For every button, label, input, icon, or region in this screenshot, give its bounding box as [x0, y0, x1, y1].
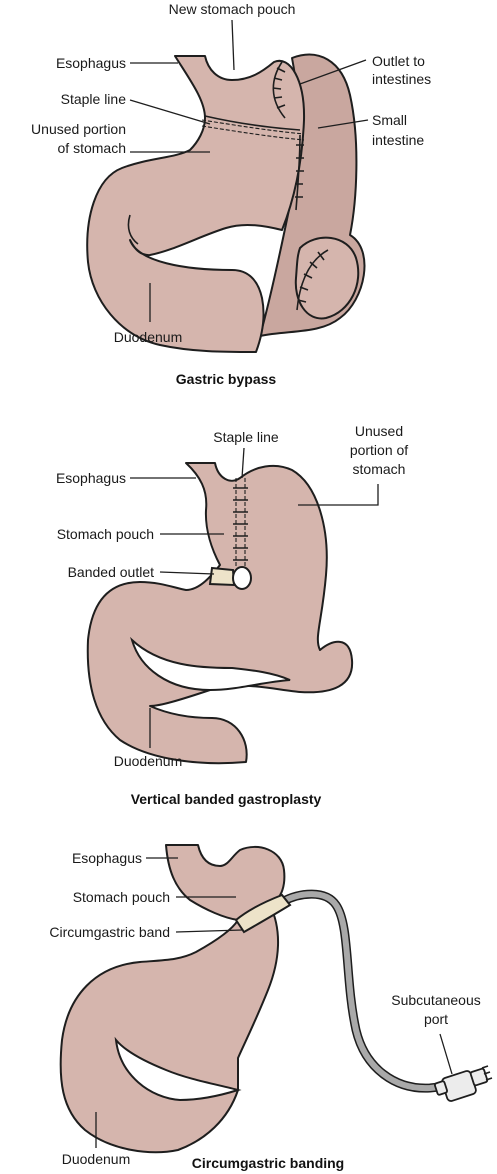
label-small-intestine-line1: Small — [372, 112, 407, 128]
panel-gastric-bypass: New stomach pouch Esophagus Outlet to in… — [31, 1, 431, 387]
label-unused-2-line3: stomach — [353, 461, 406, 477]
label-unused-1-line1: Unused portion — [31, 121, 126, 137]
label-small-intestine-line2: intestine — [372, 132, 424, 148]
circumgastric-band-ring — [234, 893, 292, 934]
label-staple-line-1: Staple line — [61, 91, 127, 107]
label-staple-line-2: Staple line — [213, 429, 279, 445]
leader-unused-2 — [298, 484, 379, 506]
stomach-banding — [59, 844, 286, 1154]
staple-line-bypass-b — [201, 125, 305, 141]
leader-staple-line-2 — [241, 447, 245, 479]
label-banded-outlet: Banded outlet — [68, 564, 155, 580]
label-stomach-pouch-2: Stomach pouch — [57, 526, 154, 542]
leader-outlet — [299, 59, 367, 85]
outlet-window — [232, 566, 252, 590]
label-stomach-pouch-3: Stomach pouch — [73, 889, 170, 905]
new-pouch-edge — [204, 115, 301, 131]
label-unused-2-line1: Unused — [355, 423, 403, 439]
caption-vertical-banded-gastroplasty: Vertical banded gastroplasty — [131, 791, 322, 807]
label-unused-2-line2: portion of — [350, 442, 408, 458]
leader-staple-line-1 — [129, 99, 211, 125]
label-esophagus-1: Esophagus — [56, 55, 126, 71]
label-duodenum-1: Duodenum — [114, 329, 183, 345]
leader-small-intestine — [317, 119, 369, 129]
label-outlet-line1: Outlet to — [372, 53, 425, 69]
label-port-line1: Subcutaneous — [391, 992, 481, 1008]
label-new-stomach-pouch: New stomach pouch — [169, 1, 296, 17]
label-outlet-line2: intestines — [372, 71, 431, 87]
stomach-bypass — [86, 55, 306, 353]
leader-banded-outlet — [159, 571, 215, 575]
caption-gastric-bypass: Gastric bypass — [176, 371, 277, 387]
outlet-suture — [272, 61, 301, 211]
label-duodenum-3: Duodenum — [62, 1151, 131, 1167]
panel-circumgastric-banding: Esophagus Stomach pouch Circumgastric ba… — [49, 844, 493, 1171]
label-port-line2: port — [424, 1011, 448, 1027]
leader-circumgastric-band — [175, 929, 243, 933]
panel-vertical-banded-gastroplasty: Staple line Unused portion of stomach Es… — [56, 423, 408, 807]
label-duodenum-2: Duodenum — [114, 753, 183, 769]
outlet-suture-ticks — [272, 67, 304, 198]
roux-suture — [296, 249, 329, 311]
inner-curve-vbg — [130, 636, 291, 692]
caption-circumgastric-banding: Circumgastric banding — [192, 1155, 344, 1171]
stomach-vbg — [86, 462, 354, 765]
label-esophagus-3: Esophagus — [72, 850, 142, 866]
band-tubing — [279, 891, 451, 1092]
staple-line-bypass-a — [201, 119, 305, 135]
banded-outlet-ring — [208, 566, 236, 587]
roux-suture-ticks — [297, 251, 325, 303]
leader-port — [439, 1033, 453, 1075]
inner-curve-banding — [114, 1036, 242, 1102]
subcutaneous-port-icon — [434, 1065, 493, 1102]
staple-ticks-vbg — [233, 487, 248, 561]
label-circumgastric-band: Circumgastric band — [49, 924, 170, 940]
leader-new-pouch — [231, 19, 235, 71]
label-unused-1-line2: of stomach — [58, 140, 126, 156]
label-esophagus-2: Esophagus — [56, 470, 126, 486]
duodenum-fold — [127, 214, 139, 245]
roux-loop — [294, 236, 360, 320]
